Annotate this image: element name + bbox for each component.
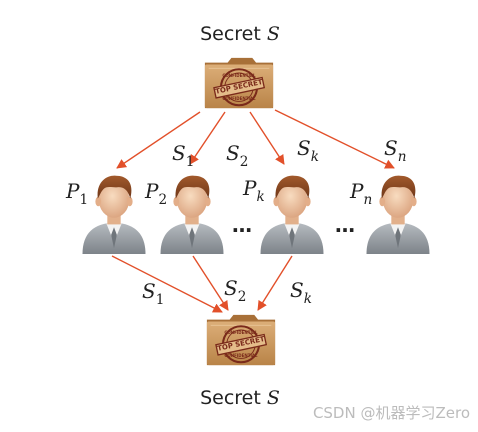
participant-label-1: P1 <box>65 179 88 208</box>
participant-label-3: Pk <box>242 176 265 205</box>
share-label-out-2-base: S <box>226 141 240 165</box>
person-icon <box>366 175 430 254</box>
share-arrow-out-2 <box>189 111 226 165</box>
arrows <box>111 109 395 313</box>
participant-label-1-sub: 1 <box>79 192 88 208</box>
secret-label-bottom: Secret S <box>200 387 280 409</box>
share-label-out-4: Sn <box>384 136 406 165</box>
participant-label-4-base: P <box>349 179 364 203</box>
share-label-in-1-base: S <box>142 279 156 303</box>
secret-label-bottom-text: Secret <box>200 387 267 409</box>
share-arrow-in-3 <box>257 255 293 311</box>
participant-label-3-base: P <box>242 176 257 200</box>
share-label-in-1: S1 <box>142 279 164 308</box>
share-label-out-2: S2 <box>226 141 248 170</box>
share-label-out-1: S1 <box>172 141 194 170</box>
person-icon <box>82 175 146 254</box>
person-icon <box>160 175 224 254</box>
ellipsis-2: … <box>335 213 355 237</box>
stamp-top-text: CONFIDENTIAL <box>224 330 258 335</box>
share-label-out-2-sub: 2 <box>240 154 249 170</box>
secret-label-bottom-var: S <box>267 387 280 409</box>
share-label-in-2: S2 <box>224 276 246 305</box>
participant-label-1-base: P <box>65 179 80 203</box>
share-arrow-in-1 <box>111 255 223 313</box>
share-arrow-in-2 <box>192 255 229 311</box>
secret-label-top-var: S <box>267 23 280 45</box>
ellipsis-1: … <box>232 213 252 237</box>
participant-label-4-sub: n <box>363 192 372 208</box>
share-label-out-3: Sk <box>297 136 319 165</box>
share-label-in-3-sub: k <box>304 291 312 307</box>
share-label-out-1-sub: 1 <box>186 154 195 170</box>
share-label-in-3: Sk <box>290 278 312 307</box>
share-arrow-out-1 <box>116 111 201 169</box>
share-label-out-4-base: S <box>384 136 398 160</box>
participant-label-2-sub: 2 <box>158 192 167 208</box>
participant-label-2: P2 <box>144 179 167 208</box>
share-label-out-4-sub: n <box>398 149 407 165</box>
share-label-in-2-sub: 2 <box>238 289 247 305</box>
share-label-out-3-base: S <box>297 136 311 160</box>
participant-label-3-sub: k <box>256 189 264 205</box>
share-arrow-out-3 <box>249 111 285 165</box>
share-arrow-out-4 <box>274 109 395 169</box>
stamp-bottom-text: CONFIDENTIAL <box>222 96 256 101</box>
share-label-in-2-base: S <box>224 276 238 300</box>
stamp-top-text: CONFIDENTIAL <box>222 73 256 78</box>
person-icon <box>260 175 324 254</box>
secret-label-top: Secret S <box>200 23 280 45</box>
participant-label-2-base: P <box>144 179 159 203</box>
share-label-out-3-sub: k <box>311 149 319 165</box>
participant-label-4: Pn <box>349 179 372 208</box>
watermark-text: CSDN @机器学习Zero <box>313 404 470 422</box>
secret-label-top-text: Secret <box>200 23 267 45</box>
share-label-in-3-base: S <box>290 278 304 302</box>
share-label-out-1-base: S <box>172 141 186 165</box>
stamp-bottom-text: CONFIDENTIAL <box>224 353 258 358</box>
share-label-in-1-sub: 1 <box>156 292 165 308</box>
